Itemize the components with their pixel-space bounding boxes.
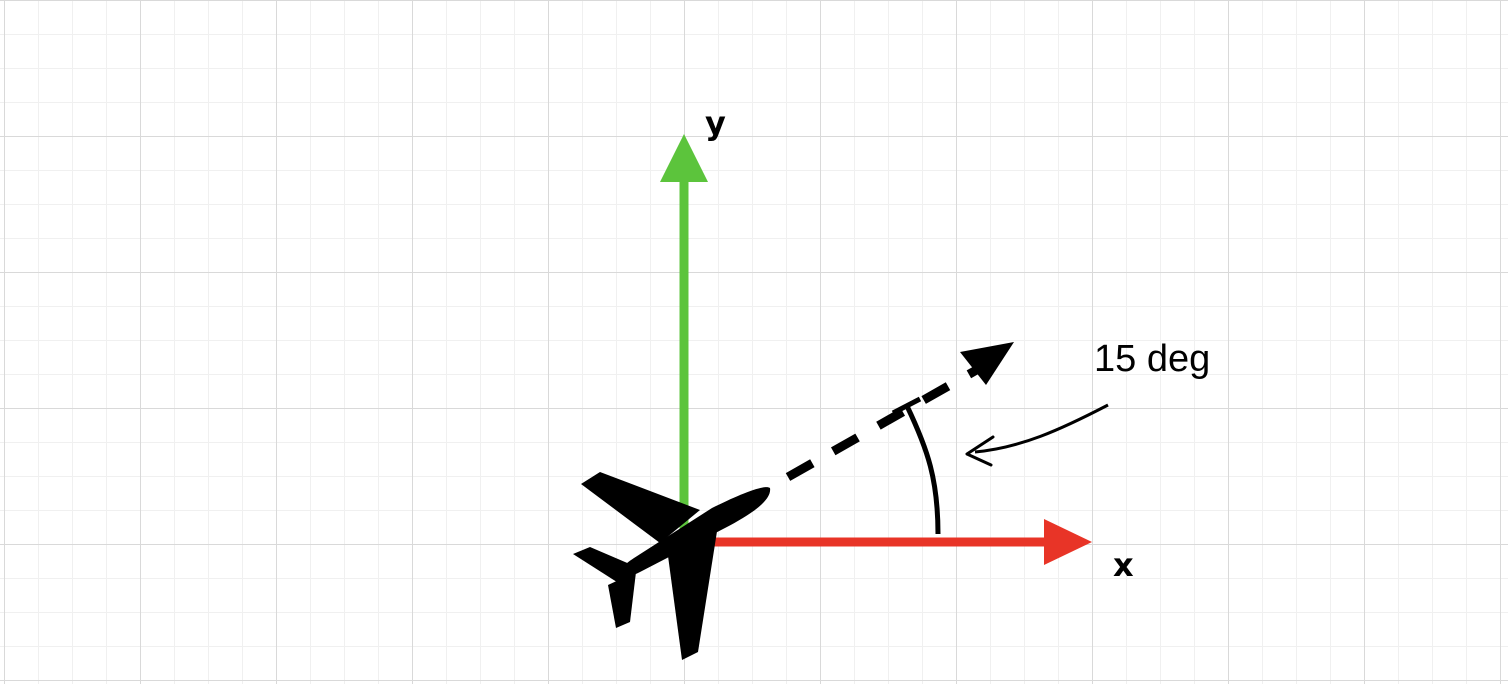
airplane-icon [573,472,771,660]
heading-dashed-line [785,364,983,481]
y-axis-label: y [705,104,726,142]
y-axis-arrowhead [660,134,708,182]
airplane-tail-right [608,572,636,628]
airplane-tail-left [573,547,632,584]
x-axis-arrowhead [1044,519,1092,565]
angle-pointer-arrow [965,403,1109,467]
x-axis-label: x [1113,546,1134,584]
airplane-wing-right [668,525,718,660]
x-axis [700,519,1092,565]
angle-arc [891,396,941,535]
angle-pointer-head [965,435,995,467]
angle-arc-tick [891,396,922,416]
heading-arrowhead [960,342,1014,385]
airplane-fuselage [615,487,771,579]
heading-vector [785,342,1014,481]
y-axis [660,134,708,540]
angle-label: 15 deg [1094,338,1210,380]
angle-arc-path [904,404,941,535]
angle-pointer-curve [974,403,1109,454]
airplane-wing-left [581,472,700,543]
